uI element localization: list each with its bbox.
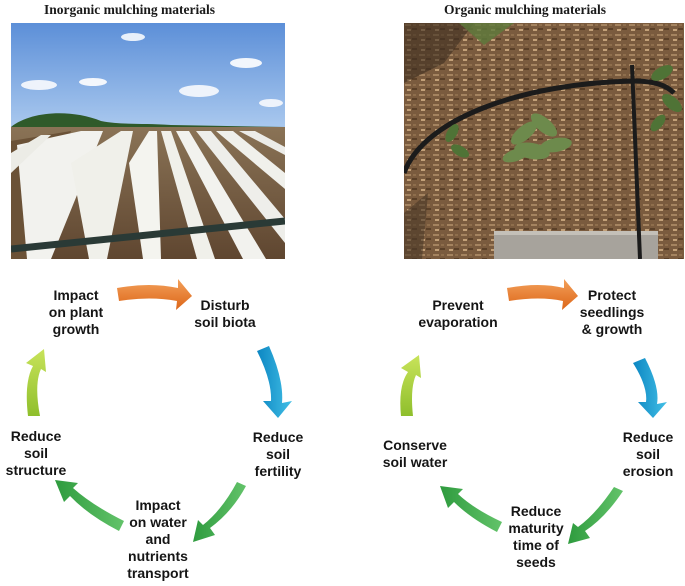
left-arrow-left bbox=[26, 349, 46, 416]
left-arrow-top bbox=[117, 279, 192, 310]
organic-title: Organic mulching materials bbox=[444, 2, 606, 17]
right-arrow-top bbox=[507, 279, 578, 310]
left-arrow-right bbox=[257, 346, 292, 418]
label-protect-seedlings: Protect seedlings & growth bbox=[579, 287, 645, 337]
inorganic-title: Inorganic mulching materials bbox=[44, 2, 215, 17]
label-impact-water-nutrients: Impact on water and nutrients transport bbox=[127, 497, 189, 581]
organic-mulch-photo bbox=[404, 23, 684, 259]
label-reduce-soil-structure: Reduce soil structure bbox=[5, 428, 67, 478]
label-impact-plant-growth: Impact on plant growth bbox=[48, 287, 104, 337]
left-arrow-bottom-right bbox=[193, 482, 246, 542]
label-conserve-soil-water: Conserve soil water bbox=[382, 437, 448, 470]
right-arrow-bottom-right bbox=[568, 487, 623, 544]
right-arrow-bottom-left bbox=[440, 486, 502, 532]
right-arrow-left bbox=[400, 355, 421, 416]
inorganic-mulch-photo bbox=[11, 23, 285, 259]
label-reduce-soil-fertility: Reduce soil fertility bbox=[252, 429, 304, 479]
label-disturb-soil-biota: Disturb soil biota bbox=[194, 297, 256, 330]
label-reduce-soil-erosion: Reduce soil erosion bbox=[622, 429, 674, 479]
left-arrow-bottom-left bbox=[55, 480, 124, 531]
label-prevent-evaporation: Prevent evaporation bbox=[418, 297, 498, 330]
right-arrow-right bbox=[633, 358, 667, 418]
label-reduce-maturity: Reduce maturity time of seeds bbox=[508, 503, 564, 570]
